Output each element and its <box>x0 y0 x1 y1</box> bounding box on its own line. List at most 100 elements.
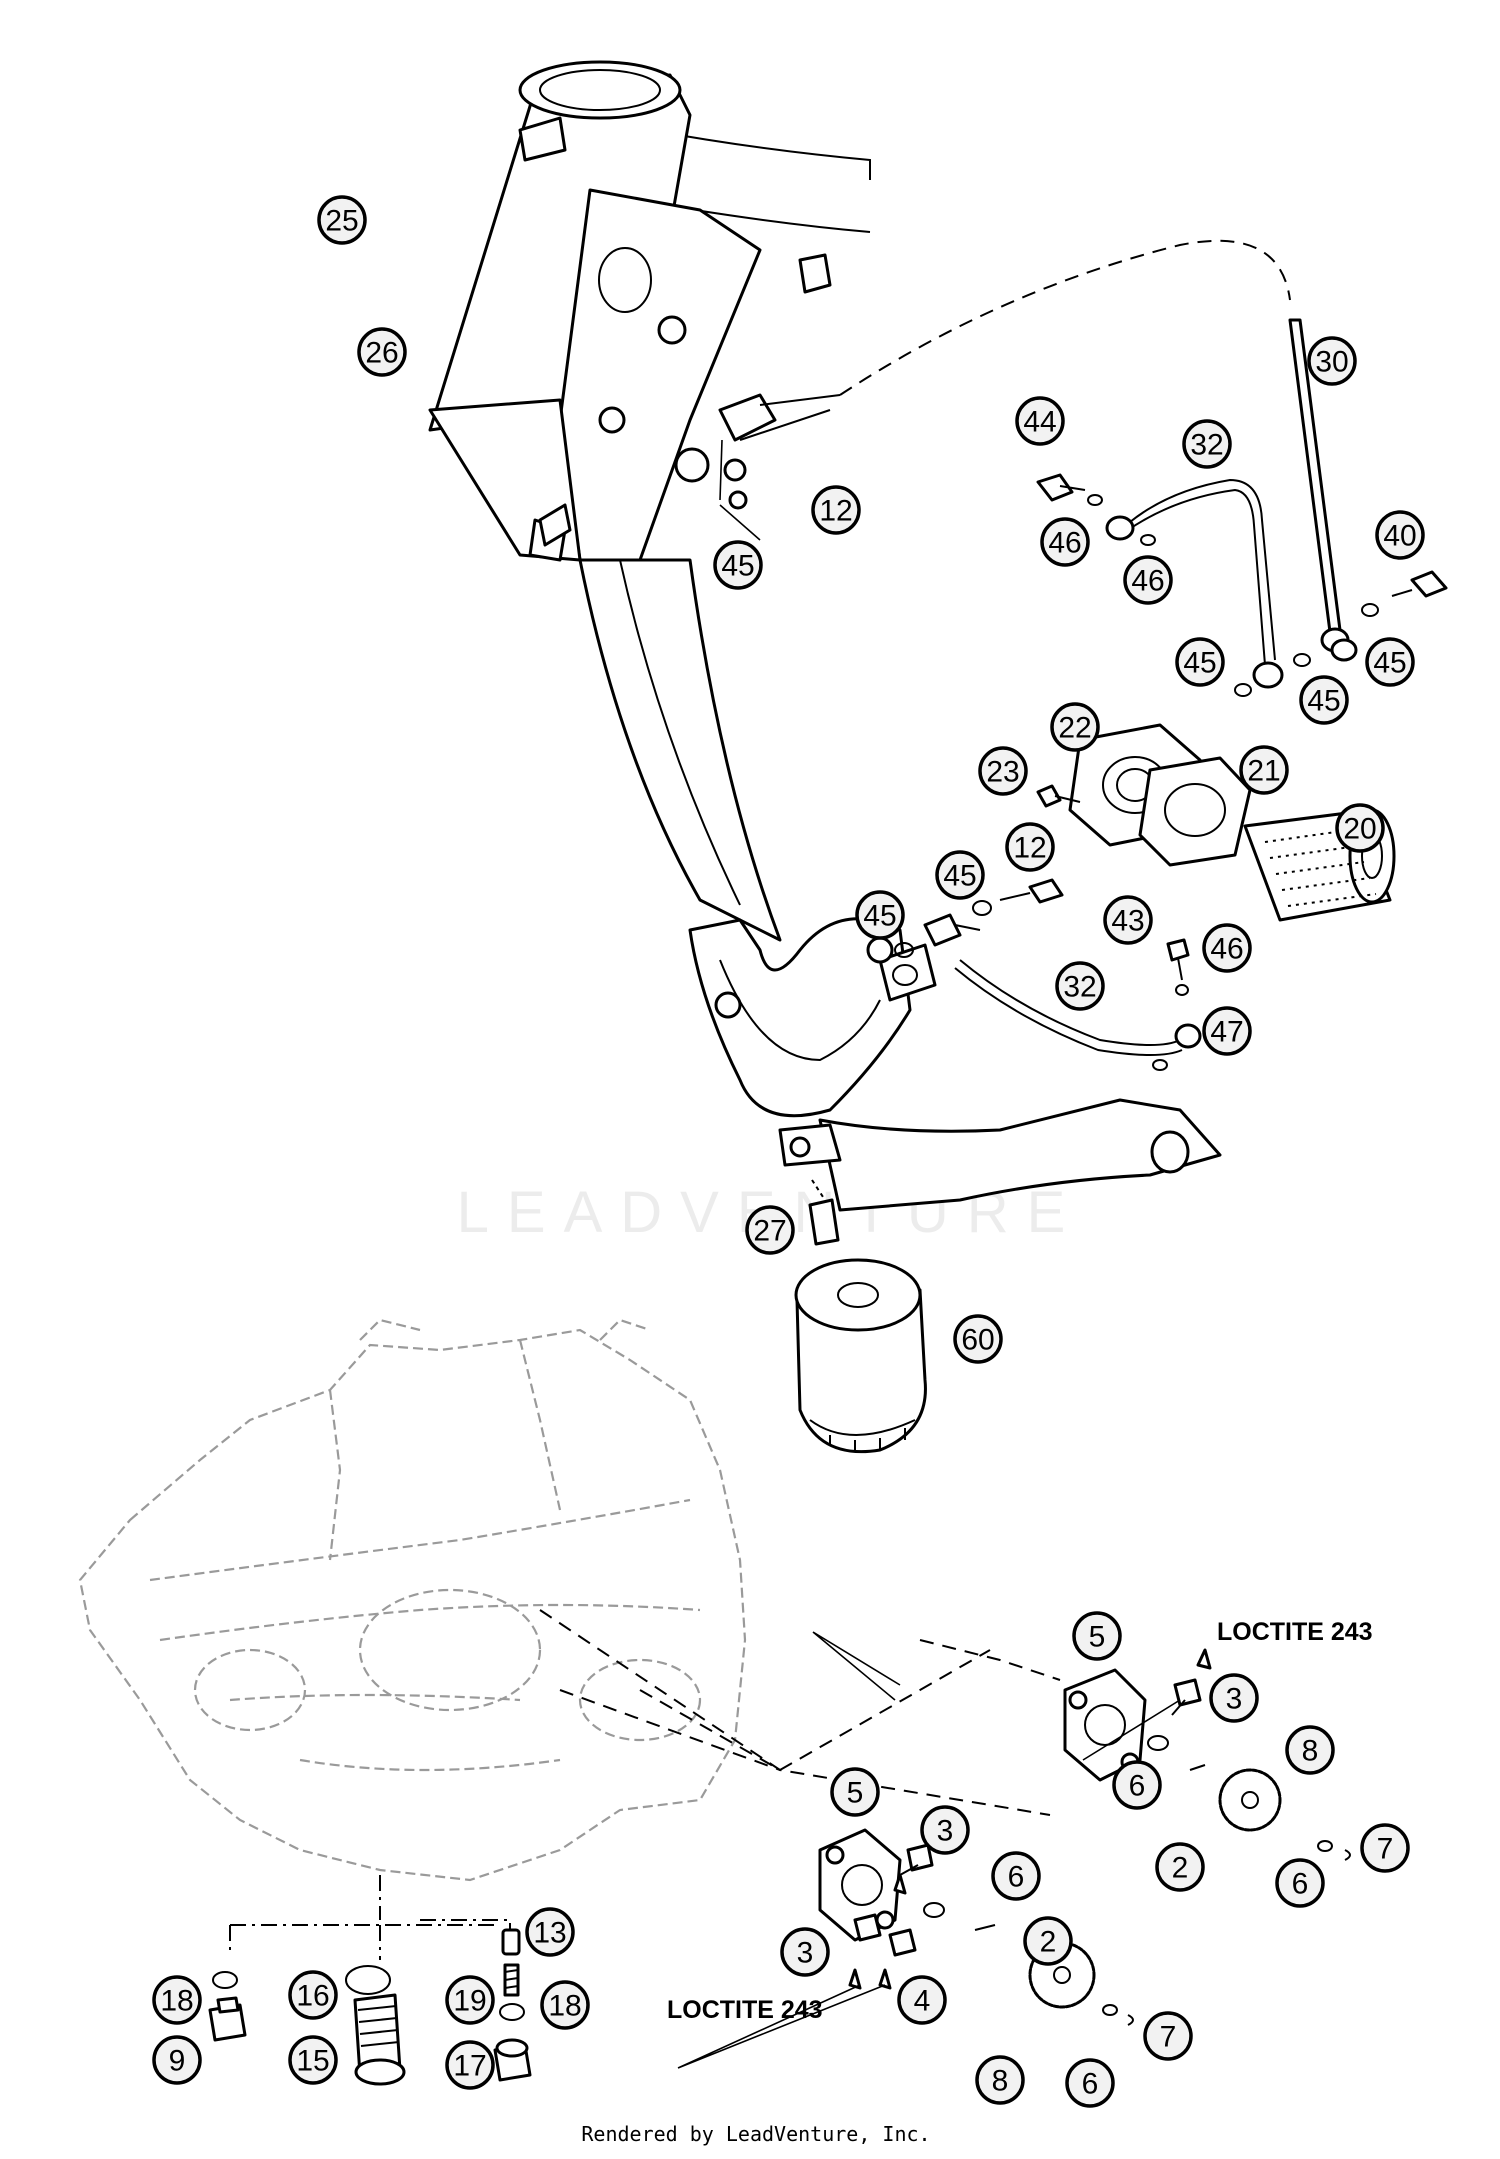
svg-text:18: 18 <box>160 1985 193 2018</box>
callout-20: 20 <box>1335 803 1385 853</box>
svg-text:8: 8 <box>1302 1735 1319 1768</box>
callout-3: 3 <box>1209 1673 1259 1723</box>
svg-text:9: 9 <box>169 2045 186 2078</box>
callout-43: 43 <box>1103 895 1153 945</box>
svg-text:18: 18 <box>548 1990 581 2023</box>
callout-6: 6 <box>991 1851 1041 1901</box>
footer-credit: Rendered by LeadVenture, Inc. <box>581 2122 930 2146</box>
lower-oil-pump-group <box>818 1828 1134 2026</box>
svg-text:4: 4 <box>914 1985 931 2018</box>
callout-26: 26 <box>357 327 407 377</box>
part-32-upper-pipe <box>1129 478 1276 661</box>
callout-3: 3 <box>920 1805 970 1855</box>
svg-text:6: 6 <box>1292 1868 1309 1901</box>
callout-27: 27 <box>745 1205 795 1255</box>
motorcycle-frame <box>428 60 1222 1212</box>
callout-12: 12 <box>811 485 861 535</box>
svg-text:2: 2 <box>1172 1852 1189 1885</box>
svg-text:12: 12 <box>1013 832 1046 865</box>
svg-text:26: 26 <box>365 337 398 370</box>
callout-23: 23 <box>978 746 1028 796</box>
drain-screen-parts <box>208 1928 532 2086</box>
part-callouts: 25 26 12 45 30 44 32 46 46 40 45 45 45 2… <box>152 195 1425 2108</box>
svg-text:17: 17 <box>453 2050 486 2083</box>
callout-45: 45 <box>1175 637 1225 687</box>
engine-case-ghost <box>78 1318 747 1882</box>
svg-text:46: 46 <box>1210 933 1243 966</box>
callout-17: 17 <box>445 2040 495 2090</box>
svg-text:47: 47 <box>1210 1016 1243 1049</box>
svg-text:5: 5 <box>1089 1621 1106 1654</box>
callout-13: 13 <box>525 1907 575 1957</box>
part-44-banjo-bolt <box>1036 473 1074 502</box>
callout-45: 45 <box>1365 637 1415 687</box>
callout-6: 6 <box>1112 1760 1162 1810</box>
svg-text:45: 45 <box>1373 647 1406 680</box>
callout-47: 47 <box>1202 1006 1252 1056</box>
callout-6: 6 <box>1065 2058 1115 2108</box>
svg-text:3: 3 <box>797 1937 814 1970</box>
svg-text:32: 32 <box>1063 971 1096 1004</box>
part-32-lower-pipe <box>959 959 1181 1046</box>
callout-32: 32 <box>1055 961 1105 1011</box>
callout-46: 46 <box>1040 517 1090 567</box>
svg-text:25: 25 <box>325 205 358 238</box>
callout-19: 19 <box>445 1975 495 2025</box>
svg-text:60: 60 <box>961 1324 994 1357</box>
svg-text:13: 13 <box>533 1917 566 1950</box>
svg-text:12: 12 <box>819 495 852 528</box>
callout-44: 44 <box>1015 396 1065 446</box>
callout-25: 25 <box>317 195 367 245</box>
svg-text:15: 15 <box>296 2045 329 2078</box>
svg-text:16: 16 <box>296 1980 329 2013</box>
callout-22: 22 <box>1050 702 1100 752</box>
callout-6: 6 <box>1275 1858 1325 1908</box>
callout-45: 45 <box>935 850 985 900</box>
svg-text:44: 44 <box>1023 406 1056 439</box>
callout-9: 9 <box>152 2035 202 2085</box>
callout-18: 18 <box>152 1975 202 2025</box>
callout-3: 3 <box>780 1927 830 1977</box>
svg-text:43: 43 <box>1111 905 1144 938</box>
svg-text:7: 7 <box>1377 1833 1394 1866</box>
svg-text:2: 2 <box>1040 1926 1057 1959</box>
callout-2: 2 <box>1023 1916 1073 1966</box>
svg-text:6: 6 <box>1008 1861 1025 1894</box>
callout-4: 4 <box>897 1975 947 2025</box>
svg-text:3: 3 <box>937 1815 954 1848</box>
svg-text:7: 7 <box>1160 2021 1177 2054</box>
svg-text:46: 46 <box>1048 527 1081 560</box>
callout-32: 32 <box>1182 419 1232 469</box>
svg-text:3: 3 <box>1226 1683 1243 1716</box>
callout-40: 40 <box>1375 510 1425 560</box>
svg-text:46: 46 <box>1131 565 1164 598</box>
svg-text:45: 45 <box>1307 685 1340 718</box>
svg-text:27: 27 <box>753 1215 786 1248</box>
svg-text:21: 21 <box>1247 755 1280 788</box>
svg-text:45: 45 <box>943 860 976 893</box>
svg-text:22: 22 <box>1058 712 1091 745</box>
callout-45: 45 <box>855 890 905 940</box>
upper-oil-pump-group <box>1063 1648 1351 1861</box>
part-21-gasket <box>1138 756 1252 867</box>
svg-text:6: 6 <box>1082 2068 1099 2101</box>
svg-text:8: 8 <box>992 2065 1009 2098</box>
svg-text:40: 40 <box>1383 520 1416 553</box>
callout-18: 18 <box>540 1980 590 2030</box>
callout-15: 15 <box>288 2035 338 2085</box>
svg-text:23: 23 <box>986 756 1019 789</box>
loctite-note-upper: LOCTITE 243 <box>1217 1618 1373 1646</box>
callout-16: 16 <box>288 1970 338 2020</box>
callout-8: 8 <box>1285 1725 1335 1775</box>
svg-text:30: 30 <box>1315 346 1348 379</box>
part-23-bolt <box>1036 784 1062 808</box>
callout-8: 8 <box>975 2055 1025 2105</box>
callout-45: 45 <box>1299 675 1349 725</box>
loctite-note-lower: LOCTITE 243 <box>667 1996 823 2024</box>
svg-text:45: 45 <box>1183 647 1216 680</box>
svg-text:19: 19 <box>453 1985 486 2018</box>
callout-2: 2 <box>1155 1842 1205 1892</box>
callout-7: 7 <box>1360 1823 1410 1873</box>
callout-30: 30 <box>1307 336 1357 386</box>
